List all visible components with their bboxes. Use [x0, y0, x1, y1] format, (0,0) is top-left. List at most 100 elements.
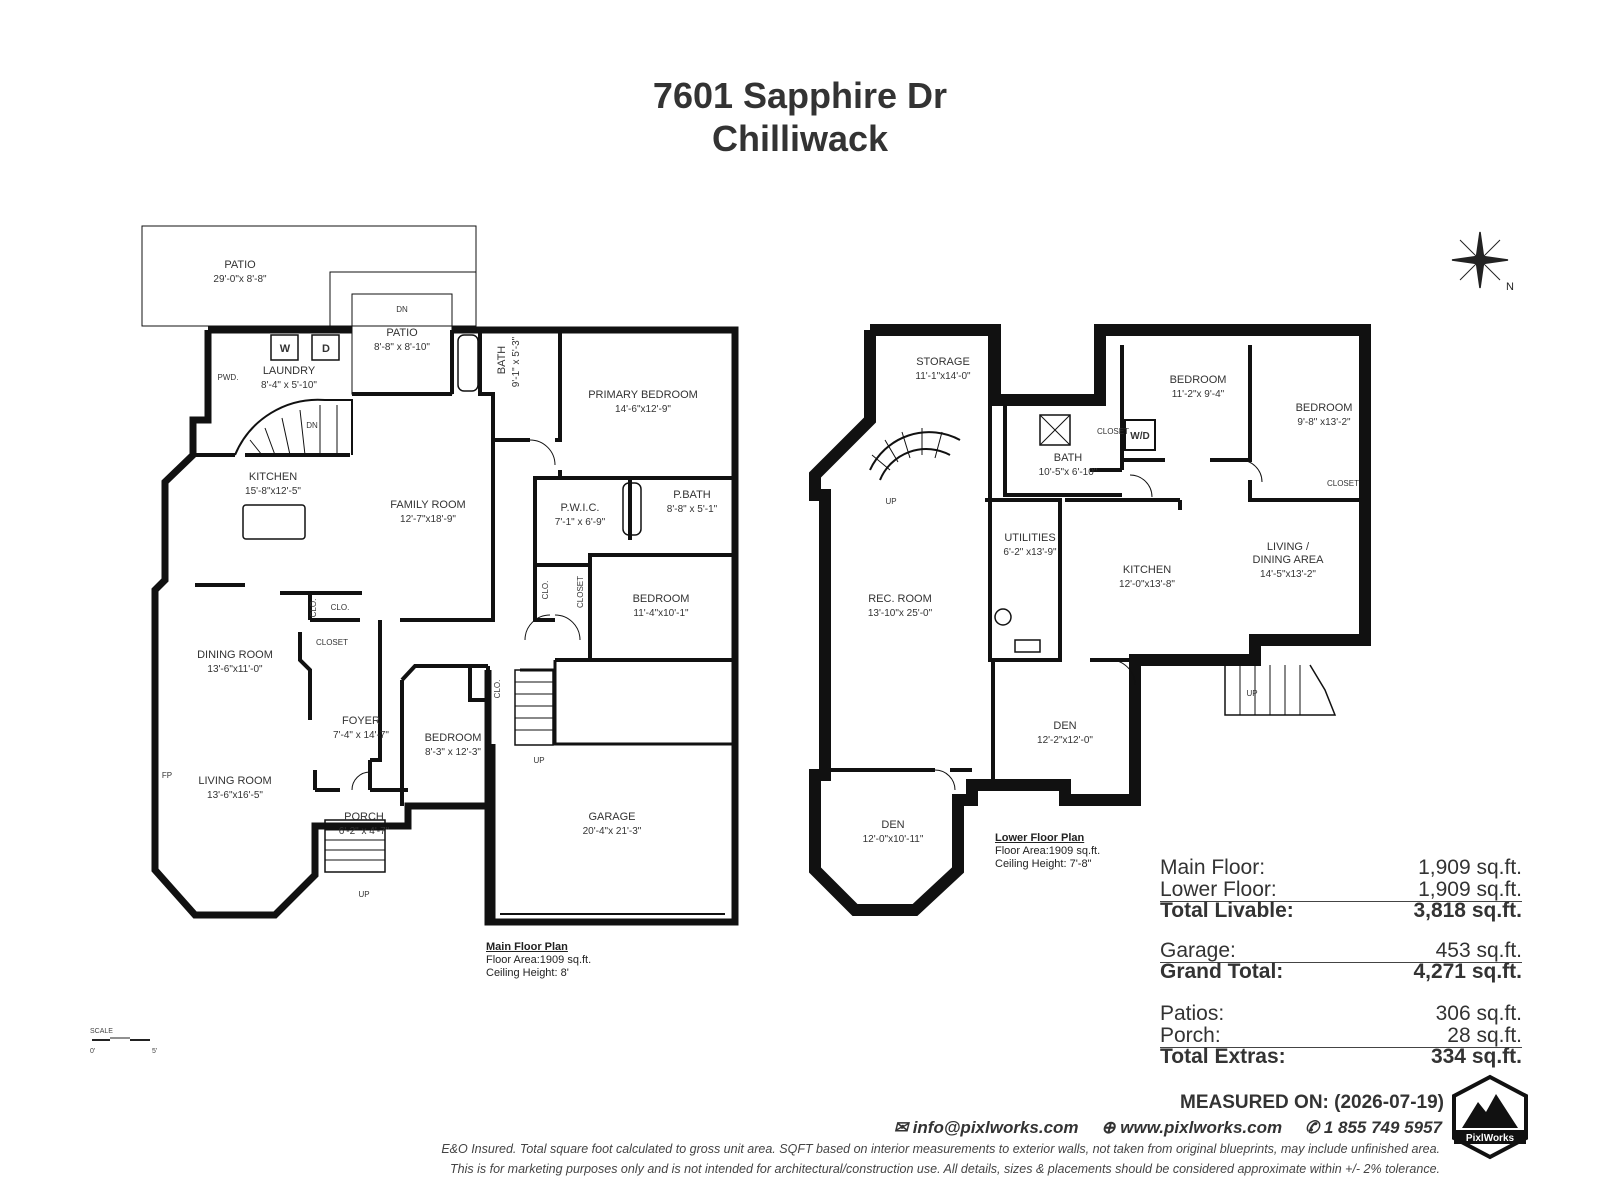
utilities-walls	[985, 498, 1062, 662]
mark-closet-2: CLOSET	[316, 638, 348, 647]
mark-lower-closet-2: CLOSET	[1327, 479, 1359, 488]
area-value: 1,909 sq.ft.	[1418, 856, 1522, 879]
washer	[270, 334, 299, 361]
dining-walls	[153, 590, 312, 620]
room-den-1: DEN	[1053, 720, 1076, 732]
mark-dryer: D	[322, 343, 330, 355]
main-floor-area: Floor Area:1909 sq.ft.	[486, 954, 592, 966]
room-lower-bedroom-1-dims: 11'-2"x 9'-4"	[1172, 389, 1225, 400]
area-value: 1,909 sq.ft.	[1418, 878, 1522, 901]
family-walls	[352, 330, 495, 622]
mark-up-garage: UP	[533, 756, 544, 765]
main-floor-labels: PATIO 29'-0"x 8'-8" DN PATIO 8'-8" x 8'-…	[162, 259, 718, 899]
main-west-walls	[151, 330, 212, 600]
area-value: 306 sq.ft.	[1435, 1002, 1522, 1025]
bathtub	[457, 334, 479, 392]
mark-up-porch: UP	[358, 890, 369, 899]
room-pwd: PWD.	[218, 373, 239, 382]
lower-exterior-walls	[809, 324, 1371, 916]
water-heater	[994, 608, 1012, 626]
room-lower-kitchen: KITCHEN	[1123, 564, 1171, 576]
room-storage-dims: 11'-1"x14'-0"	[915, 371, 971, 382]
lower-ext-stair	[1224, 664, 1337, 716]
room-kitchen-dims: 15'-8"x12'-5"	[245, 486, 301, 497]
scale-end: 5'	[152, 1048, 158, 1055]
area-summary-extras: Patios:306 sq.ft. Porch:28 sq.ft. Total …	[1160, 1003, 1522, 1070]
lower-floor-labels: STORAGE 11'-1"x14'-0" BEDROOM 11'-2"x 9'…	[863, 356, 1360, 845]
furnace	[1014, 639, 1041, 653]
lower-floor-caption: Lower Floor Plan Floor Area:1909 sq.ft. …	[995, 832, 1100, 871]
lower-shower	[1039, 414, 1071, 446]
mark-clo-1: CLO.	[541, 581, 550, 600]
stair-treads-main	[249, 405, 338, 456]
area-row-garage: Garage:453 sq.ft.	[1160, 940, 1522, 962]
area-row-total-extras: Total Extras:334 sq.ft.	[1160, 1046, 1522, 1070]
room-den-2-dims: 12'-0"x10'-11"	[863, 834, 924, 845]
room-pbath: P.BATH	[673, 489, 711, 501]
room-lower-bath-dims: 10'-5"x 6'-10"	[1039, 467, 1098, 478]
porch-steps	[324, 819, 386, 873]
phone-icon: ✆	[1304, 1118, 1320, 1137]
room-utilities: UTILITIES	[1004, 532, 1055, 544]
kitchen-island	[242, 504, 306, 540]
scale-label: SCALE	[90, 1028, 113, 1035]
stair-curve-main	[234, 398, 353, 456]
dryer	[311, 334, 340, 361]
area-label: Total Livable:	[1160, 899, 1294, 922]
room-laundry-dims: 8'-4" x 5'-10"	[261, 380, 317, 391]
room-living-dims: 13'-6"x16'-5"	[207, 790, 263, 801]
city-title: Chilliwack	[711, 118, 889, 159]
kitchen-walls	[193, 453, 362, 595]
room-garage: GARAGE	[588, 811, 635, 823]
lower-shower-x	[1039, 414, 1071, 446]
envelope-icon: ✉	[893, 1118, 908, 1137]
room-foyer: FOYER	[342, 715, 380, 727]
mark-washer: W	[280, 343, 291, 355]
room-pwic: P.W.I.C.	[561, 502, 600, 514]
area-value: 4,271 sq.ft.	[1413, 960, 1522, 983]
foyer-walls	[298, 618, 408, 792]
bedroom-mid-walls	[400, 664, 490, 806]
disclaimer-line-2: This is for marketing purposes only and …	[450, 1162, 1440, 1176]
room-garage-dims: 20'-4"x 21'-3"	[583, 826, 642, 837]
address-title: 7601 Sapphire Dr	[652, 75, 948, 116]
room-den-1-dims: 12'-2"x12'-0"	[1037, 735, 1093, 746]
area-row-main: Main Floor: 1,909 sq.ft.	[1160, 857, 1522, 879]
contact-email[interactable]: info@pixlworks.com	[912, 1118, 1079, 1137]
contact-line: ✉ info@pixlworks.com ⊕ www.pixlworks.com…	[850, 1118, 1442, 1138]
area-label: Main Floor:	[1160, 856, 1266, 879]
contact-phone[interactable]: 1 855 749 5957	[1323, 1118, 1442, 1137]
logo-text: PixlWorks	[1466, 1133, 1515, 1144]
area-value: 453 sq.ft.	[1435, 939, 1522, 962]
contact-web[interactable]: www.pixlworks.com	[1120, 1118, 1283, 1137]
globe-icon: ⊕	[1101, 1118, 1116, 1137]
area-row-grand-total: Grand Total: 4,271 sq.ft.	[1160, 960, 1522, 985]
lower-floor-plan	[809, 324, 1371, 916]
garage-steps	[514, 669, 554, 746]
room-bedroom-mid: BEDROOM	[425, 732, 482, 744]
room-primary-bedroom: PRIMARY BEDROOM	[588, 389, 698, 401]
mark-lower-up-2: UP	[1246, 689, 1257, 698]
room-lower-bedroom-2-dims: 9'-8" x13'-2"	[1297, 417, 1351, 428]
area-row-patios: Patios:306 sq.ft.	[1160, 1003, 1522, 1025]
room-laundry: LAUNDRY	[263, 365, 316, 377]
room-lower-bedroom-2: BEDROOM	[1296, 402, 1353, 414]
lower-ext-step-lines	[1239, 665, 1301, 715]
area-row-porch: Porch:28 sq.ft.	[1160, 1025, 1522, 1047]
patio-small-outline	[329, 271, 477, 327]
lower-stair-curve	[869, 431, 961, 481]
lower-bedroom-walls	[1120, 345, 1365, 502]
porch-step-lines	[325, 829, 385, 861]
lower-floor-area: Floor Area:1909 sq.ft.	[995, 845, 1101, 857]
pixlworks-logo: PixlWorks	[1452, 1074, 1528, 1160]
pbath-tub	[622, 482, 642, 536]
mark-lower-closet-1: CLOSET	[1097, 427, 1129, 436]
room-family-dims: 12'-7"x18'-9"	[400, 514, 456, 525]
room-utilities-dims: 6'-2" x13'-9"	[1003, 547, 1057, 558]
room-kitchen: KITCHEN	[249, 471, 297, 483]
mark-fireplace: FP	[162, 771, 172, 780]
disclaimer-line-1: E&O Insured. Total square foot calculate…	[441, 1142, 1440, 1156]
mark-lower-up-1: UP	[885, 497, 896, 506]
area-label: Grand Total:	[1160, 960, 1284, 983]
